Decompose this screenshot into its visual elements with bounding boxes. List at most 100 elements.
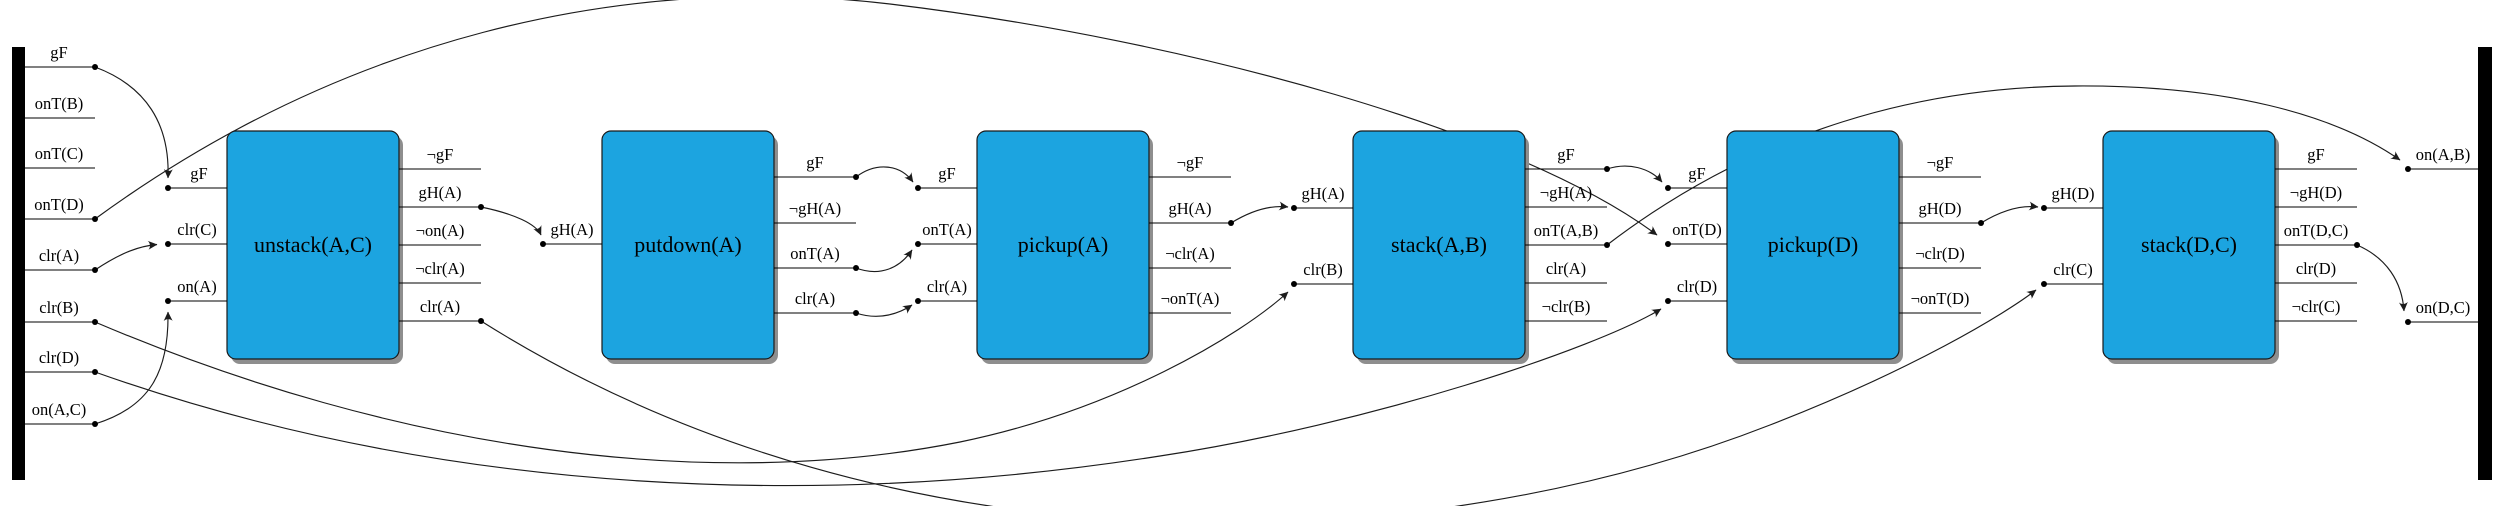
input-label: clr(C) — [2053, 260, 2092, 279]
initial-state-facts: gF onT(B) onT(C) onT(D) clr(A) clr(B) — [25, 43, 98, 427]
connector-dot — [478, 204, 484, 210]
edge-stackDC-onTDC-to-goal-onDC — [2356, 244, 2408, 312]
output-label: gF — [806, 153, 823, 172]
action-title: stack(D,C) — [2141, 232, 2237, 257]
input-label: gH(A) — [550, 220, 593, 239]
connector-dot — [1665, 185, 1671, 191]
input-label: gF — [190, 164, 207, 183]
connector-dot — [92, 421, 98, 427]
connector-dot — [92, 267, 98, 273]
edge-stackAB-onTAB-to-goal-onAB — [1606, 85, 2401, 246]
output-label: ¬gH(D) — [2290, 183, 2342, 202]
goal-state-facts: on(A,B) on(D,C) — [2405, 145, 2478, 325]
init-fact-clr-A: clr(A) — [25, 246, 98, 273]
connector-dot — [540, 241, 546, 247]
connector-dot — [2354, 242, 2360, 248]
fact-label: clr(B) — [39, 298, 78, 317]
action-title: unstack(A,C) — [254, 232, 372, 257]
connector-dot — [853, 265, 859, 271]
action-box — [601, 130, 775, 360]
goal-state-bar — [2478, 47, 2492, 480]
output-label: ¬clr(B) — [1542, 297, 1591, 316]
init-fact-gF: gF — [25, 43, 98, 70]
output-label: onT(A,B) — [1534, 221, 1599, 240]
fact-label: on(D,C) — [2416, 298, 2471, 317]
action-stack-D-C: stack(D,C) gH(D) clr(C) gF ¬gH(D) onT(D,… — [2041, 130, 2360, 364]
fact-label: onT(B) — [35, 94, 84, 113]
connector-dot — [2405, 166, 2411, 172]
output-label: clr(A) — [795, 289, 835, 308]
output-label: clr(A) — [1546, 259, 1586, 278]
input-label: on(A) — [177, 277, 216, 296]
connector-dot — [165, 185, 171, 191]
input-label: gF — [1688, 164, 1705, 183]
connector-dot — [1978, 220, 1984, 226]
output-label: ¬gF — [1927, 153, 1954, 172]
connector-dot — [853, 174, 859, 180]
fact-label: onT(D) — [34, 195, 83, 214]
fact-label: onT(C) — [35, 144, 84, 163]
edge-init-gF-to-unstack-gF — [94, 66, 173, 179]
connector-dot — [1228, 220, 1234, 226]
connector-dot — [165, 241, 171, 247]
causal-edges — [94, 0, 2408, 506]
action-title: putdown(A) — [634, 232, 742, 257]
output-label: ¬clr(D) — [1915, 244, 1965, 263]
output-label: ¬gF — [427, 145, 454, 164]
output-label: ¬gH(A) — [789, 199, 841, 218]
action-box — [1726, 130, 1900, 360]
connector-dot — [915, 298, 921, 304]
fact-label: clr(A) — [39, 246, 79, 265]
output-label: ¬onT(A) — [1161, 289, 1220, 308]
action-title: pickup(A) — [1018, 232, 1108, 257]
edge-init-clrA-to-unstack-clrC — [94, 240, 158, 271]
connector-dot — [1604, 242, 1610, 248]
output-label: gH(D) — [1918, 199, 1961, 218]
edge-init-onAC-to-unstack-onA — [94, 311, 173, 425]
output-label: ¬gH(A) — [1540, 183, 1592, 202]
action-putdown-A: putdown(A) gH(A) gF ¬gH(A) onT(A) clr(A) — [540, 130, 859, 364]
connector-dot — [1604, 166, 1610, 172]
init-fact-onT-C: onT(C) — [25, 144, 95, 169]
action-stack-A-B: stack(A,B) gH(A) clr(B) gF ¬gH(A) onT(A,… — [1291, 130, 1610, 364]
edge-putdown-onTA-to-pickupA-onTA — [855, 249, 913, 273]
input-label: clr(B) — [1303, 260, 1342, 279]
init-fact-on-A-C: on(A,C) — [25, 400, 98, 427]
action-unstack-A-C: unstack(A,C) gF clr(C) on(A) ¬gF gH(A) ¬… — [165, 130, 484, 364]
fact-label: gF — [50, 43, 67, 62]
output-label: gF — [2307, 145, 2324, 164]
output-label: ¬clr(C) — [2292, 297, 2341, 316]
init-fact-onT-B: onT(B) — [25, 94, 95, 119]
connector-dot — [1291, 281, 1297, 287]
output-label: ¬gF — [1177, 153, 1204, 172]
connector-dot — [92, 216, 98, 222]
goal-fact-on-A-B: on(A,B) — [2405, 145, 2478, 172]
fact-label: clr(D) — [39, 348, 79, 367]
output-label: clr(D) — [2296, 259, 2336, 278]
output-label: ¬on(A) — [416, 221, 465, 240]
edge-init-clrB-to-stackAB-clrB — [94, 291, 1289, 464]
connector-dot — [2041, 281, 2047, 287]
input-label: clr(C) — [177, 220, 216, 239]
output-label: onT(A) — [790, 244, 839, 263]
action-title: stack(A,B) — [1391, 232, 1487, 257]
fact-label: on(A,C) — [32, 400, 87, 419]
edge-init-clrD-to-pickupD-clrD — [94, 308, 1662, 487]
output-label: ¬clr(A) — [415, 259, 465, 278]
input-label: gF — [938, 164, 955, 183]
connector-dot — [853, 310, 859, 316]
action-title: pickup(D) — [1768, 232, 1858, 257]
edge-putdown-clrA-to-pickupA-clrA — [855, 304, 913, 317]
action-pickup-D: pickup(D) gF onT(D) clr(D) ¬gF gH(D) ¬cl… — [1665, 130, 1984, 364]
edge-stackAB-gF-to-pickupD-gF — [1606, 165, 1663, 183]
initial-state-bar — [12, 47, 25, 480]
connector-dot — [915, 185, 921, 191]
output-label: ¬onT(D) — [1911, 289, 1970, 308]
input-label: clr(D) — [1677, 277, 1717, 296]
connector-dot — [915, 241, 921, 247]
output-label: onT(D,C) — [2284, 221, 2349, 240]
output-label: gH(A) — [1168, 199, 1211, 218]
connector-dot — [1665, 298, 1671, 304]
